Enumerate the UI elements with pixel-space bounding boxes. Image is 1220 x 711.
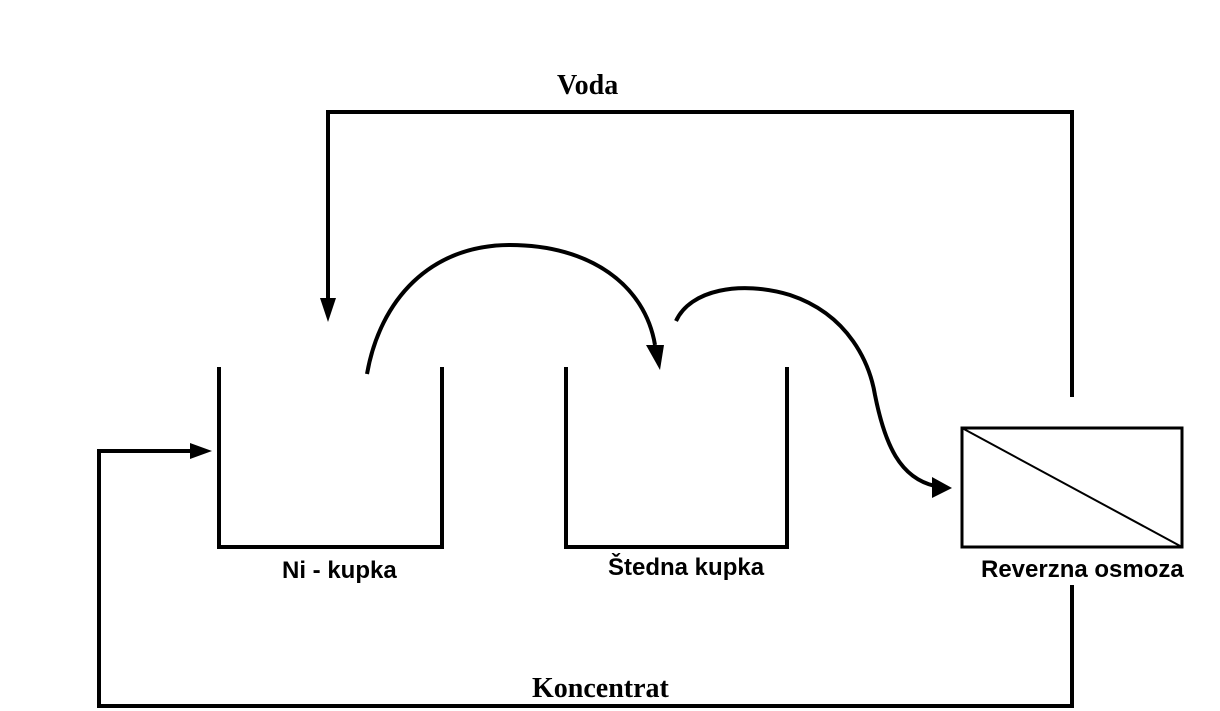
reverse-osmosis-label: Reverzna osmoza [981, 556, 1184, 583]
concentrate-label: Koncentrat [532, 673, 670, 704]
ni-bath-label: Ni - kupka [282, 557, 397, 584]
transfer-arrow-ni-to-rinse [365, 242, 657, 375]
reverse-osmosis-unit [960, 426, 1184, 549]
rinse-bath-tank [564, 367, 789, 549]
water-arrowhead [320, 298, 336, 322]
transfer-arrowhead-ni-to-rinse [646, 345, 664, 370]
water-return-line [326, 110, 1074, 397]
ni-bath-tank [217, 367, 444, 549]
reverse-osmosis-membrane [961, 427, 1183, 548]
rinse-bath-label: Štedna kupka [608, 553, 765, 581]
transfer-arrow-rinse-to-ro [674, 286, 936, 488]
water-label: Voda [557, 70, 618, 101]
concentrate-arrowhead [190, 443, 212, 459]
concentrate-return-line [97, 449, 1074, 708]
transfer-arrowhead-rinse-to-ro [932, 477, 952, 498]
